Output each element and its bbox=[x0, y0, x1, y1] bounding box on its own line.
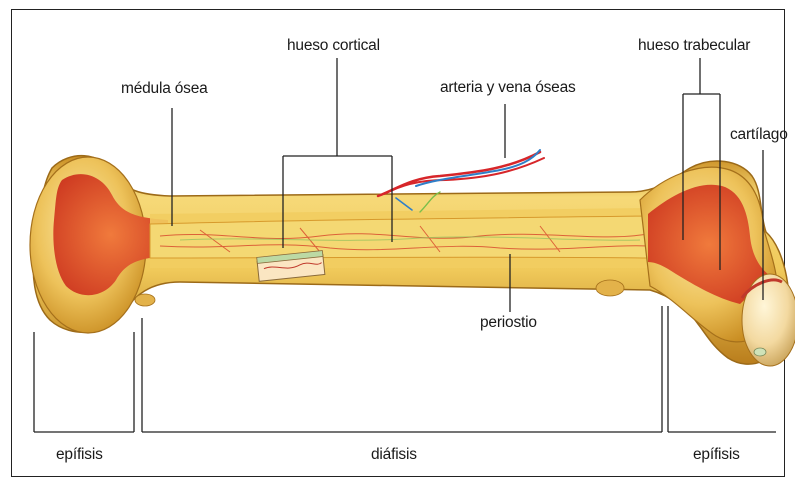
label-hueso-trabecular: hueso trabecular bbox=[638, 37, 750, 55]
medullary-cavity bbox=[150, 216, 650, 258]
label-arteria-vena: arteria y vena óseas bbox=[440, 79, 576, 97]
label-epifisis-right: epífisis bbox=[693, 446, 740, 464]
label-diafisis: diáfisis bbox=[371, 446, 417, 464]
label-hueso-cortical: hueso cortical bbox=[287, 37, 380, 55]
label-cartilago: cartílago bbox=[730, 126, 788, 144]
label-medula-osea: médula ósea bbox=[121, 80, 208, 98]
label-periostio: periostio bbox=[480, 314, 537, 332]
label-epifisis-left: epífisis bbox=[56, 446, 103, 464]
